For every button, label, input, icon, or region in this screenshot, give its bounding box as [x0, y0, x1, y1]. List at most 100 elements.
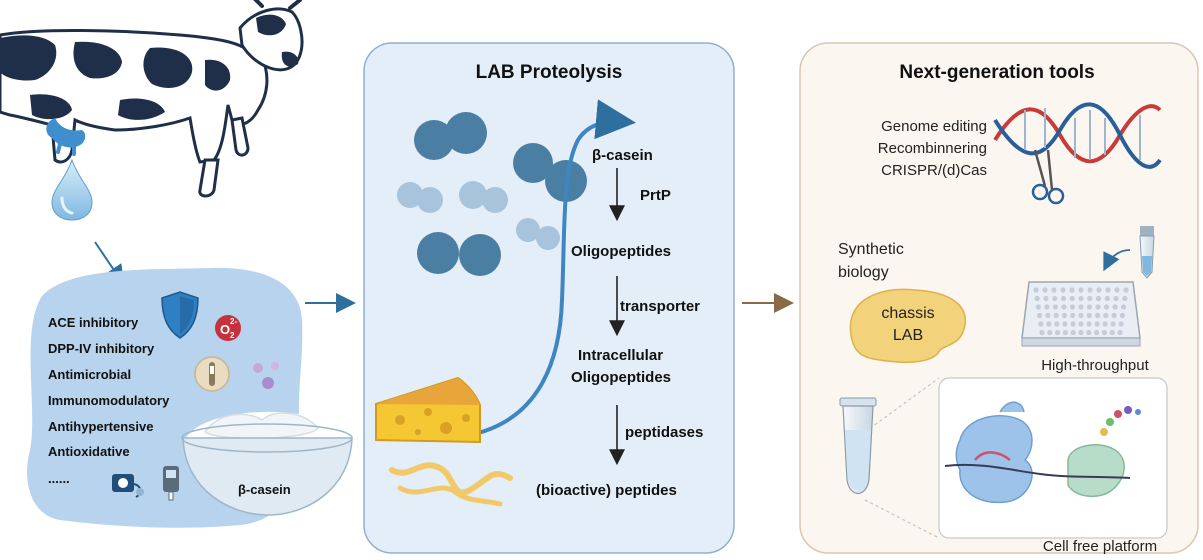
recombineering-label: Recombinnering [878, 140, 987, 157]
oxygen-charge: 2- [230, 317, 237, 326]
plate-well [1042, 287, 1048, 293]
cheese-icon [375, 376, 481, 444]
plate-well [1094, 312, 1101, 319]
plate-well [1069, 287, 1075, 293]
step-oligopeptides: Oligopeptides [571, 243, 671, 260]
plate-well [1078, 329, 1084, 336]
step-bioactive-peptides: (bioactive) peptides [536, 482, 677, 499]
chassis-label: chassis [881, 305, 934, 322]
step-intracellular: Intracellular [578, 347, 663, 364]
plate-well [1103, 312, 1109, 319]
plate-well [1062, 321, 1068, 327]
plate-well [1087, 295, 1093, 302]
superoxide-icon: O 2 2- [215, 315, 241, 341]
plate-well [1044, 304, 1050, 310]
eppendorf-tube-icon [839, 397, 877, 495]
cell-free-label: Cell free platform [1043, 538, 1157, 555]
yogurt-bowl: β-casein [181, 411, 353, 516]
plate-well [1086, 321, 1092, 327]
plate-well [1109, 329, 1115, 336]
immune-cells-icon [253, 362, 279, 389]
plate-well [1038, 321, 1044, 327]
plate-well [1070, 329, 1076, 336]
casein-uptake-arrow [469, 99, 636, 437]
plate-well [1061, 304, 1067, 310]
plate-well [1047, 329, 1053, 336]
step-beta-casein: β-casein [592, 147, 653, 164]
plate-well [1055, 329, 1061, 336]
tube-to-plate-arrow [1103, 249, 1131, 272]
plate-well [1062, 329, 1068, 336]
step-intracellular-oligopeptides: Oligopeptides [571, 369, 671, 386]
plate-well [1060, 295, 1067, 302]
protein-complex-icon [1067, 444, 1125, 497]
microplate-icon [1021, 281, 1141, 347]
oxygen-symbol: O [220, 322, 230, 337]
plate-well [1070, 321, 1076, 327]
plate-well [1086, 304, 1093, 310]
antimicrobial-icon [194, 356, 230, 392]
plate-well [1061, 312, 1068, 319]
plate-well [1086, 312, 1092, 319]
activity-item: ...... [48, 471, 70, 486]
plate-well [1054, 321, 1060, 327]
tools-title: Next-generation tools [899, 62, 1094, 83]
plate-well [1096, 287, 1102, 293]
plate-well [1051, 287, 1057, 293]
plate-well [1121, 304, 1127, 310]
blood-pressure-monitor-icon [112, 474, 144, 498]
synthetic-label: Synthetic [838, 241, 904, 258]
plate-well [1114, 287, 1120, 293]
plate-well [1102, 321, 1108, 327]
plate-well [1112, 304, 1118, 310]
plate-well [1110, 321, 1116, 327]
plate-well [1060, 287, 1066, 293]
activity-item: Immunomodulatory [48, 393, 170, 408]
activity-item: Antihypertensive [48, 419, 153, 434]
plate-well [1103, 304, 1110, 310]
plate-well [1070, 312, 1076, 319]
activity-item: Antimicrobial [48, 367, 131, 382]
plate-well [1094, 321, 1100, 327]
plate-well [1039, 329, 1045, 336]
plate-well [1045, 312, 1051, 319]
plate-well [1104, 295, 1110, 302]
plate-well [1043, 295, 1049, 302]
plate-well [1078, 312, 1084, 319]
plate-well [1087, 287, 1093, 293]
milk-drop-icon [51, 158, 93, 221]
cow-illustration [0, 0, 304, 198]
lab-label: LAB [893, 327, 923, 344]
chassis-lab-blob [849, 288, 966, 364]
plate-well [1113, 295, 1119, 302]
glucose-meter-icon [163, 466, 179, 501]
genome-editing-label: Genome editing [881, 118, 987, 135]
activity-item: Antioxidative [48, 444, 130, 459]
activity-item: DPP-IV inhibitory [48, 341, 155, 356]
plate-well [1037, 312, 1043, 319]
plate-well [1052, 295, 1058, 302]
dna-helix-icon [993, 102, 1162, 205]
high-throughput-label: High-throughput [1041, 357, 1149, 374]
enzyme-peptidases: peptidases [625, 424, 703, 441]
peptide-chain-icon [1100, 406, 1141, 436]
plate-well [1034, 295, 1040, 302]
plate-well [1105, 287, 1111, 293]
plate-well [1046, 321, 1052, 327]
oxygen-subscript: 2 [230, 331, 235, 340]
enzyme-transporter: transporter [620, 298, 700, 315]
plate-well [1095, 304, 1101, 310]
plate-well [1118, 321, 1124, 327]
plate-well [1117, 329, 1123, 336]
plate-well [1053, 312, 1059, 319]
activity-item: ACE inhibitory [48, 315, 139, 330]
plate-well [1094, 329, 1100, 336]
peptide-strand-icon [389, 462, 513, 496]
plate-well [1035, 304, 1041, 310]
ribosome-icon [955, 401, 1033, 504]
plate-well [1122, 295, 1128, 302]
lab-bacteria-cluster [397, 112, 587, 276]
plate-well [1078, 304, 1084, 310]
plate-well [1101, 329, 1107, 336]
